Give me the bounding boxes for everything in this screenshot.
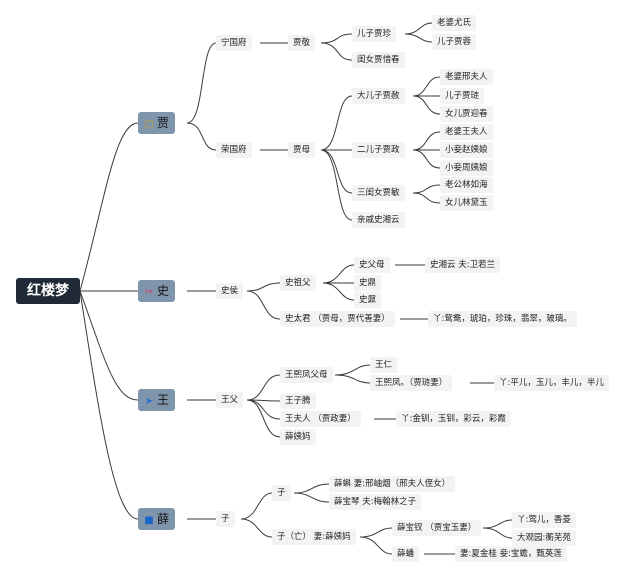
node-baochai[interactable]: 薛宝钗 （贾宝玉妻） xyxy=(392,520,482,536)
family-node-wang[interactable]: ➤王 xyxy=(138,389,176,411)
node-shihou[interactable]: 史侯 xyxy=(216,283,244,299)
family-node-xue[interactable]: ■薛 xyxy=(138,508,176,530)
folder-icon: ▢ xyxy=(144,119,154,130)
node-aunt-xue[interactable]: 薛姨妈 xyxy=(280,429,316,445)
node-rongguo[interactable]: 荣国府 xyxy=(216,142,252,158)
flag-icon: ■ xyxy=(144,515,154,526)
node-shifumu[interactable]: 史父母 xyxy=(354,257,390,273)
node-taijun[interactable]: 史太君 （贾母，贾代善妻） xyxy=(280,311,395,327)
node-jialian[interactable]: 儿子贾琏 xyxy=(440,88,485,104)
node-ningguo[interactable]: 宁国府 xyxy=(216,35,252,51)
node-shinai[interactable]: 史鼐 xyxy=(354,292,382,308)
node-jiamu[interactable]: 贾母 xyxy=(288,142,316,158)
node-xuepan[interactable]: 薛蟠 xyxy=(392,546,420,562)
node-xichun[interactable]: 闺女贾惜春 xyxy=(352,52,405,68)
node-taijun-maids[interactable]: 丫:鸳鸯，琥珀，珍珠，翡翠，玻璃。 xyxy=(428,311,577,327)
root-node[interactable]: 红楼梦 xyxy=(16,278,80,304)
node-wangfuren[interactable]: 王夫人 （贾政妻） xyxy=(280,411,361,427)
node-wangren[interactable]: 王仁 xyxy=(370,357,398,373)
family-label: 贾 xyxy=(157,116,170,130)
family-label: 史 xyxy=(157,284,170,298)
node-baochai-maids[interactable]: 丫:莺儿，香菱 xyxy=(512,512,576,528)
node-xue-zi2[interactable]: 子 xyxy=(272,485,291,501)
node-wangfuren[interactable]: 老婆王夫人 xyxy=(440,124,493,140)
node-wangfu[interactable]: 王父 xyxy=(216,392,244,408)
node-xue-zi[interactable]: 子 xyxy=(216,511,235,527)
node-jiamin[interactable]: 三闺女贾敏 xyxy=(352,185,405,201)
node-jiashe[interactable]: 大儿子贾赦 xyxy=(352,88,405,104)
node-xifeng-parents[interactable]: 王熙凤父母 xyxy=(280,367,333,383)
node-daiyu[interactable]: 女儿林黛玉 xyxy=(440,195,493,211)
node-xueke[interactable]: 薛蝌 妻:邢岫烟（邢夫人侄女） xyxy=(329,476,456,492)
node-xiangyun-husband[interactable]: 史湘云 夫:卫若兰 xyxy=(425,257,501,273)
node-xuepan-wives[interactable]: 妻:夏金桂 妾:宝蟾，甄英莲 xyxy=(455,546,567,562)
paper-plane-icon: ➤ xyxy=(144,396,154,407)
node-jiazheng[interactable]: 二儿子贾政 xyxy=(352,142,405,158)
node-xiangyun[interactable]: 亲戚史湘云 xyxy=(352,212,405,228)
node-baoqin[interactable]: 薛宝琴 夫:梅翰林之子 xyxy=(329,494,422,510)
family-node-jia[interactable]: ▢贾 xyxy=(138,112,176,134)
node-wangfuren-maids[interactable]: 丫:金钏，玉钏，彩云，彩霞 xyxy=(396,411,511,427)
family-node-shi[interactable]: ✂史 xyxy=(138,280,176,302)
node-youshi[interactable]: 老婆尤氏 xyxy=(432,15,477,31)
scissors-icon: ✂ xyxy=(144,287,154,298)
node-zhao[interactable]: 小妾赵姨娘 xyxy=(440,142,493,158)
node-shiding[interactable]: 史鼎 xyxy=(354,275,382,291)
node-jiajing[interactable]: 贾敬 xyxy=(288,35,316,51)
node-jiarong[interactable]: 儿子贾蓉 xyxy=(432,34,477,50)
node-zi-dead[interactable]: 子（亡） 妻:薛姨妈 xyxy=(272,529,356,545)
node-jiazhen[interactable]: 儿子贾珍 xyxy=(352,26,397,42)
node-linruhai[interactable]: 老公林如海 xyxy=(440,177,493,193)
node-zufu[interactable]: 史祖父 xyxy=(280,275,316,291)
node-xifeng-maids[interactable]: 丫:平儿，玉儿，丰儿，半儿 xyxy=(494,375,609,391)
node-yingchun[interactable]: 女儿贾迎春 xyxy=(440,106,493,122)
node-zhou[interactable]: 小妾周姨娘 xyxy=(440,160,493,176)
family-label: 薛 xyxy=(157,512,170,526)
node-xifeng[interactable]: 王熙凤。（贾琏妻） xyxy=(370,375,453,391)
node-xingfuren[interactable]: 老婆邢夫人 xyxy=(440,69,493,85)
family-label: 王 xyxy=(157,393,170,407)
node-daguanyuan[interactable]: 大观园:蘅芜苑 xyxy=(512,530,576,546)
node-wangzitend[interactable]: 王子腾 xyxy=(280,393,316,409)
